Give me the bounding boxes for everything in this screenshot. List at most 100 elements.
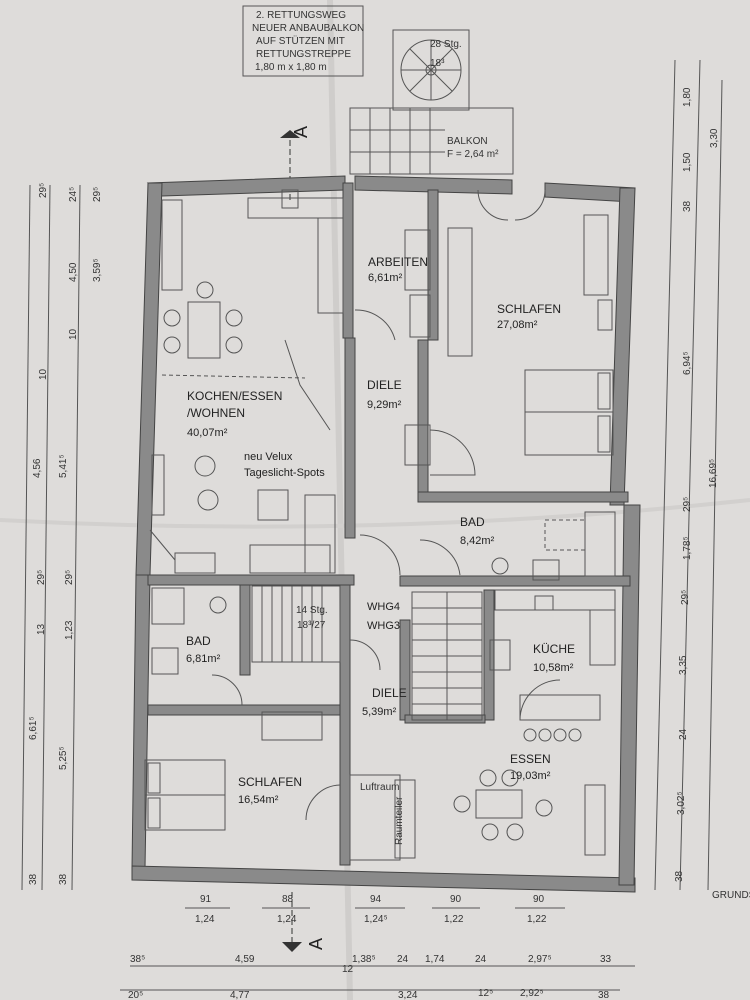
svg-text:F = 2,64 m²: F = 2,64 m² [447, 149, 499, 160]
bathroom-left-furniture [151, 587, 227, 675]
svg-text:38: 38 [682, 200, 693, 212]
svg-text:KÜCHE: KÜCHE [533, 642, 575, 656]
svg-text:WHG3: WHG3 [367, 620, 400, 632]
svg-text:38: 38 [28, 873, 39, 885]
svg-text:Luftraum: Luftraum [360, 782, 399, 793]
rescue-route-note: 2. RETTUNGSWEG NEUER ANBAUBALKON AUF STÜ… [242, 5, 364, 77]
svg-text:29⁵: 29⁵ [36, 570, 47, 585]
svg-text:4,50: 4,50 [68, 262, 79, 282]
svg-text:A: A [306, 938, 326, 950]
kitchen-furniture [149, 189, 344, 574]
bedroom-top-furniture [404, 214, 614, 466]
svg-text:5,39m²: 5,39m² [362, 706, 397, 718]
svg-text:NEUER ANBAUBALKON: NEUER ANBAUBALKON [252, 23, 364, 34]
svg-text:DIELE: DIELE [372, 686, 407, 700]
svg-text:38: 38 [58, 873, 69, 885]
interior-walls [147, 182, 631, 866]
svg-text:6,61m²: 6,61m² [368, 272, 403, 284]
inner-stair-left: 14 Stg. 18³/27 [251, 585, 341, 663]
svg-text:2,97⁵: 2,97⁵ [528, 954, 552, 965]
apartment-labels: WHG4 WHG3 [367, 601, 400, 632]
svg-text:29⁵: 29⁵ [682, 497, 693, 512]
svg-text:40,07m²: 40,07m² [187, 427, 228, 439]
svg-text:29⁵: 29⁵ [64, 570, 75, 585]
luftraum-label: Luftraum Raumteiler [360, 782, 405, 845]
bathroom-right-furniture [491, 511, 616, 581]
room-label-kochen: KOCHEN/ESSEN /WOHNEN 40,07m² [187, 389, 282, 439]
svg-text:24⁵: 24⁵ [68, 187, 79, 202]
outer-spiral-stair: 28 Stg. 18³ [392, 29, 470, 111]
svg-text:24: 24 [475, 954, 487, 965]
svg-text:14 Stg.: 14 Stg. [296, 605, 328, 616]
svg-text:1,24: 1,24 [277, 914, 297, 925]
svg-text:GRUNDS: GRUNDS [712, 890, 750, 901]
svg-text:1,80: 1,80 [682, 87, 693, 107]
right-dimensions: 1,80 3,30 1,50 38 6,94⁵ 16,69⁵ 29⁵ 1,78⁵… [654, 59, 723, 891]
room-label-schlafen-top: SCHLAFEN 27,08m² [497, 302, 561, 331]
svg-text:27,08m²: 27,08m² [497, 319, 538, 331]
svg-text:SCHLAFEN: SCHLAFEN [238, 775, 302, 789]
svg-text:2,92⁵: 2,92⁵ [520, 988, 544, 999]
svg-text:Tageslicht-Spots: Tageslicht-Spots [244, 467, 325, 479]
doors [211, 189, 561, 821]
svg-text:90: 90 [533, 894, 545, 905]
svg-text:12⁵: 12⁵ [478, 988, 493, 999]
svg-text:16,54m²: 16,54m² [238, 794, 279, 806]
svg-text:3,30: 3,30 [709, 128, 720, 148]
svg-text:4,77: 4,77 [230, 990, 250, 1000]
room-label-bad-left: BAD 6,81m² [186, 634, 221, 665]
svg-text:18³: 18³ [430, 58, 445, 69]
svg-text:ARBEITEN: ARBEITEN [368, 255, 428, 269]
svg-text:SCHLAFEN: SCHLAFEN [497, 302, 561, 316]
svg-text:29⁵: 29⁵ [38, 183, 49, 198]
svg-text:13: 13 [36, 623, 47, 635]
svg-text:1,78⁵: 1,78⁵ [682, 536, 693, 560]
outer-walls [131, 175, 641, 893]
svg-text:1,74: 1,74 [425, 954, 445, 965]
room-label-essen: ESSEN 19,03m² [510, 752, 551, 782]
svg-text:38: 38 [598, 990, 610, 1000]
svg-text:3,35: 3,35 [678, 655, 689, 675]
room-label-schlafen-bottom: SCHLAFEN 16,54m² [238, 775, 302, 806]
svg-text:10,58m²: 10,58m² [533, 662, 574, 674]
balcony: BALKON F = 2,64 m² [349, 107, 514, 175]
svg-text:A: A [291, 126, 311, 138]
svg-text:1,22: 1,22 [444, 914, 464, 925]
velux-note: neu Velux Tageslicht-Spots [244, 451, 325, 479]
svg-text:RETTUNGSTREPPE: RETTUNGSTREPPE [256, 49, 351, 60]
svg-text:33: 33 [600, 954, 612, 965]
svg-text:1,38⁵: 1,38⁵ [352, 954, 376, 965]
svg-text:38⁵: 38⁵ [130, 954, 145, 965]
svg-text:DIELE: DIELE [367, 378, 402, 392]
window-dimensions: 91 1,24 88 1,24 94 1,24⁵ 90 1,22 90 1,22… [185, 890, 750, 925]
svg-text:AUF STÜTZEN MIT: AUF STÜTZEN MIT [256, 35, 345, 47]
svg-text:24: 24 [678, 728, 689, 740]
svg-text:/WOHNEN: /WOHNEN [187, 406, 245, 420]
office-furniture [404, 229, 431, 338]
svg-text:29⁵: 29⁵ [92, 187, 103, 202]
svg-text:5,25⁵: 5,25⁵ [58, 746, 69, 770]
svg-text:38: 38 [674, 870, 685, 882]
svg-text:24: 24 [397, 954, 409, 965]
svg-text:6,94⁵: 6,94⁵ [682, 351, 693, 375]
svg-text:90: 90 [450, 894, 462, 905]
left-dimensions: 29⁵ 24⁵ 29⁵ 4,50 3,59⁵ 10 10 4,56 5,41⁵ … [21, 183, 103, 891]
svg-text:BAD: BAD [186, 634, 211, 648]
svg-text:6,81m²: 6,81m² [186, 653, 221, 665]
room-label-kueche: KÜCHE 10,58m² [533, 642, 575, 674]
room-label-arbeiten: ARBEITEN 6,61m² [368, 255, 428, 284]
svg-text:ESSEN: ESSEN [510, 752, 551, 766]
dining-furniture [453, 769, 606, 856]
bedroom-bottom-furniture [144, 711, 416, 861]
kitchen-right-furniture [489, 589, 616, 742]
svg-text:3,59⁵: 3,59⁵ [92, 258, 103, 282]
svg-text:BALKON: BALKON [447, 136, 488, 147]
svg-text:12: 12 [342, 964, 354, 975]
svg-text:4,59: 4,59 [235, 954, 255, 965]
svg-text:91: 91 [200, 894, 212, 905]
svg-text:94: 94 [370, 894, 382, 905]
section-marker-bottom: A [282, 892, 326, 952]
svg-text:3,02⁵: 3,02⁵ [676, 791, 687, 815]
svg-text:KOCHEN/ESSEN: KOCHEN/ESSEN [187, 389, 282, 403]
